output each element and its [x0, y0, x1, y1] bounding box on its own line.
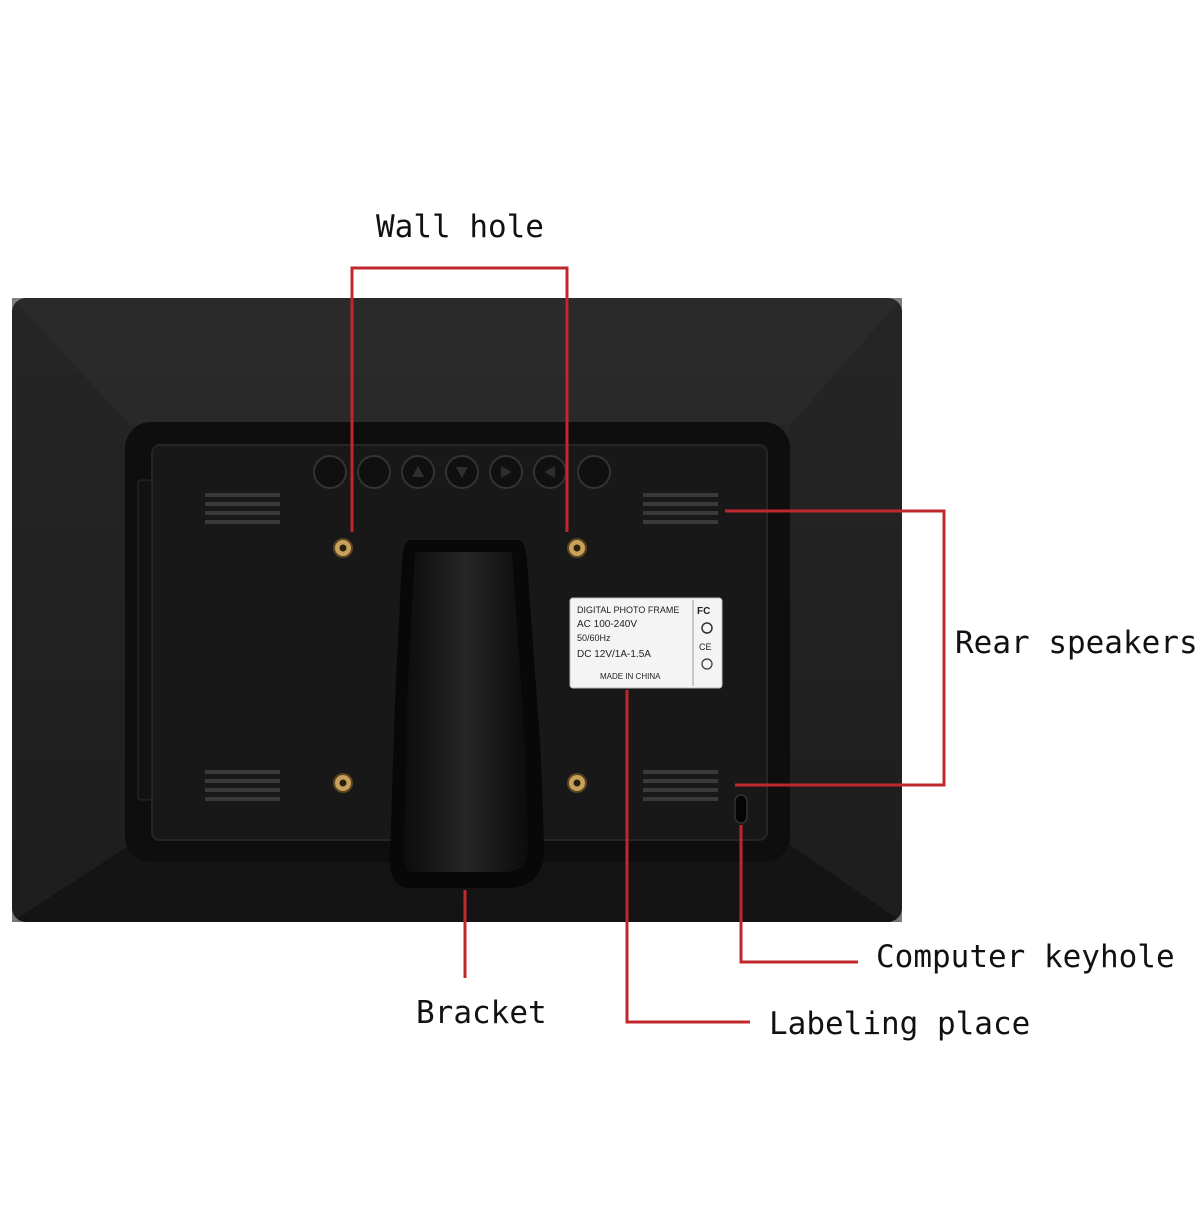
- leader-line-wall-hole: [350, 266, 569, 532]
- callout-labeling-place: Labeling place: [769, 1006, 1031, 1042]
- speaker-grille-top-left: [205, 493, 280, 524]
- label-sticker: DIGITAL PHOTO FRAME AC 100-240V 50/60Hz …: [569, 597, 723, 689]
- control-button: [313, 455, 347, 489]
- computer-keyhole: [734, 794, 748, 824]
- control-buttons: [313, 455, 611, 489]
- control-button: [577, 455, 611, 489]
- control-button: [357, 455, 391, 489]
- callout-computer-keyhole: Computer keyhole: [876, 939, 1175, 975]
- sticker-line-2: AC 100-240V: [577, 619, 637, 630]
- speaker-grille-bottom-right: [643, 770, 718, 801]
- sticker-line-3: 50/60Hz: [577, 633, 611, 643]
- speaker-grille-top-right: [643, 493, 718, 524]
- speaker-grille-bottom-left: [205, 770, 280, 801]
- ce-mark: CE: [699, 642, 712, 652]
- sticker-line-4: DC 12V/1A-1.5A: [577, 649, 651, 660]
- leader-lines: [350, 266, 946, 1024]
- fc-mark: FC: [697, 606, 710, 617]
- sticker-line-5: MADE IN CHINA: [600, 672, 661, 681]
- leader-line-computer-keyhole: [739, 825, 858, 964]
- certification-mark-icon: [701, 622, 713, 634]
- leader-line-labeling-place: [625, 690, 750, 1024]
- sticker-line-1: DIGITAL PHOTO FRAME: [577, 605, 679, 615]
- wall-hole-screws: [333, 538, 587, 793]
- callout-rear-speakers: Rear speakers: [955, 625, 1198, 661]
- callout-wall-hole: Wall hole: [376, 209, 544, 245]
- leader-line-rear-speakers: [725, 509, 946, 787]
- recycle-mark-icon: [701, 658, 713, 670]
- callout-bracket: Bracket: [416, 995, 547, 1031]
- bracket-stand: [389, 540, 544, 888]
